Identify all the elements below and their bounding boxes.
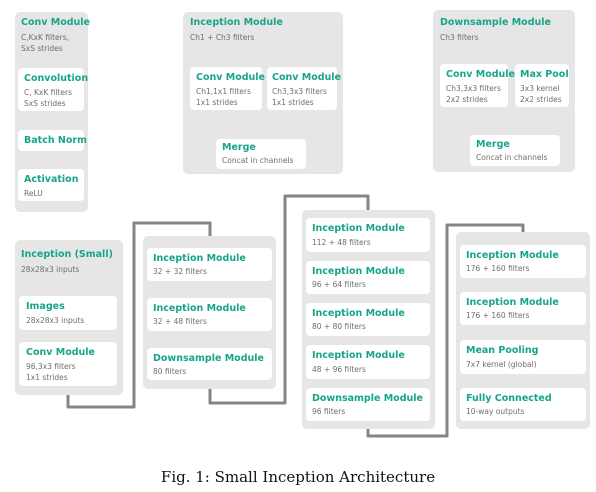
conv-module-box-1x1: Conv Module Ch1,1x1 filters 1x1 strides [190,67,266,110]
inception-module-box: Inception Module 32 + 32 filters [147,248,272,281]
stage-4-panel: Inception Module 176 + 160 filters Incep… [456,232,590,429]
box-title: Inception Module [312,350,405,361]
box-detail: 96 filters [312,407,346,416]
box-detail: 1x1 strides [196,98,238,107]
box-title: Merge [222,142,256,153]
box-title: Inception Module [466,297,559,308]
stage-2-panel: Inception Module 32 + 32 filters Incepti… [143,236,276,389]
inception-module-box: Inception Module 80 + 80 filters [306,303,430,336]
mean-pooling-box: Mean Pooling 7x7 kernel (global) [460,340,586,374]
box-detail: 112 + 48 filters [312,238,371,247]
panel-subtitle: 28x28x3 inputs [21,265,80,274]
box-detail: 176 + 160 filters [466,264,530,273]
legend-subtitle: C,KxK filters, SxS strides [21,33,70,53]
box-detail: 2x2 strides [520,95,562,104]
box-title: Inception Module [153,253,246,264]
inception-module-box: Inception Module 176 + 160 filters [460,292,586,325]
inception-module-legend: Inception Module Ch1 + Ch3 filters Conv … [183,12,343,174]
box-title: Batch Norm [24,135,87,146]
box-title: Mean Pooling [466,345,539,356]
activation-box: Activation ReLU [18,169,84,201]
conv-module-box: Conv Module Ch3,3x3 filters 2x2 strides [440,64,515,107]
box-detail: 48 + 96 filters [312,365,366,374]
inception-module-box: Inception Module 32 + 48 filters [147,298,272,331]
inception-module-box: Inception Module 176 + 160 filters [460,245,586,278]
box-detail: ReLU [24,189,43,198]
box-title: Inception Module [466,250,559,261]
downsample-module-box: Downsample Module 96 filters [306,388,430,421]
merge-box: Merge Concat in channels [470,135,560,166]
box-title: Inception Module [312,223,405,234]
conv-module-box: Conv Module 96,3x3 filters 1x1 strides [19,342,117,386]
downsample-module-box: Downsample Module 80 filters [147,348,272,380]
box-title: Max Pool [520,69,569,80]
box-title: Convolution [24,73,89,84]
box-title: Inception Module [312,308,405,319]
box-detail: 32 + 48 filters [153,317,207,326]
box-title: Conv Module [196,72,266,83]
box-detail: 2x2 strides [446,95,488,104]
box-detail: 96 + 64 filters [312,280,366,289]
legend-title: Conv Module [21,17,91,28]
box-detail: 176 + 160 filters [466,311,530,320]
box-title: Inception Module [153,303,246,314]
box-title: Conv Module [446,69,516,80]
box-detail: Concat in channels [222,156,294,165]
box-title: Downsample Module [312,393,423,404]
inception-module-box: Inception Module 96 + 64 filters [306,261,430,294]
box-detail: 3x3 kernel [520,84,560,93]
box-detail: Ch3,3x3 filters [446,84,501,93]
figure-caption: Fig. 1: Small Inception Architecture [160,468,436,486]
box-title: Inception Module [312,266,405,277]
legend-subtitle: Ch3 filters [440,33,479,42]
box-detail: 80 filters [153,367,187,376]
box-title: Images [26,301,65,312]
box-detail: Ch1,1x1 filters [196,87,251,96]
legend-title: Inception Module [190,17,283,28]
conv-module-box-3x3: Conv Module Ch3,3x3 filters 1x1 strides [267,67,341,110]
box-title: Conv Module [26,347,96,358]
box-detail: C, KxK filters [24,88,73,97]
conv-module-legend: Conv Module C,KxK filters, SxS strides C… [15,12,91,212]
batch-norm-box: Batch Norm [18,130,87,151]
box-title: Downsample Module [153,353,264,364]
box-detail: 7x7 kernel (global) [466,360,537,369]
box-title: Fully Connected [466,393,552,404]
inception-module-box: Inception Module 112 + 48 filters [306,218,430,252]
inception-module-box: Inception Module 48 + 96 filters [306,345,430,379]
box-detail: Ch3,3x3 filters [272,87,327,96]
box-detail: SxS strides [24,99,66,108]
box-title: Merge [476,139,510,150]
legend-title: Downsample Module [440,17,551,28]
merge-box: Merge Concat in channels [216,139,306,169]
box-detail: 1x1 strides [272,98,314,107]
images-box: Images 28x28x3 inputs [19,296,117,330]
box-detail: 96,3x3 filters [26,362,76,371]
convolution-box: Convolution C, KxK filters SxS strides [18,68,88,111]
downsample-module-legend: Downsample Module Ch3 filters Conv Modul… [433,10,575,172]
box-detail: 10-way outputs [466,407,525,416]
box-title: Activation [24,174,79,185]
box-detail: 80 + 80 filters [312,322,366,331]
box-detail: Concat in channels [476,153,548,162]
box-title: Conv Module [272,72,342,83]
box-detail: 1x1 strides [26,373,68,382]
inception-small-panel: Inception (Small) 28x28x3 inputs Images … [15,240,123,395]
legend-subtitle: Ch1 + Ch3 filters [190,33,255,42]
panel-title: Inception (Small) [21,249,113,260]
max-pool-box: Max Pool 3x3 kernel 2x2 strides [515,64,569,107]
fully-connected-box: Fully Connected 10-way outputs [460,388,586,421]
box-detail: 28x28x3 inputs [26,316,85,325]
box-detail: 32 + 32 filters [153,267,207,276]
stage-3-panel: Inception Module 112 + 48 filters Incept… [302,210,435,429]
